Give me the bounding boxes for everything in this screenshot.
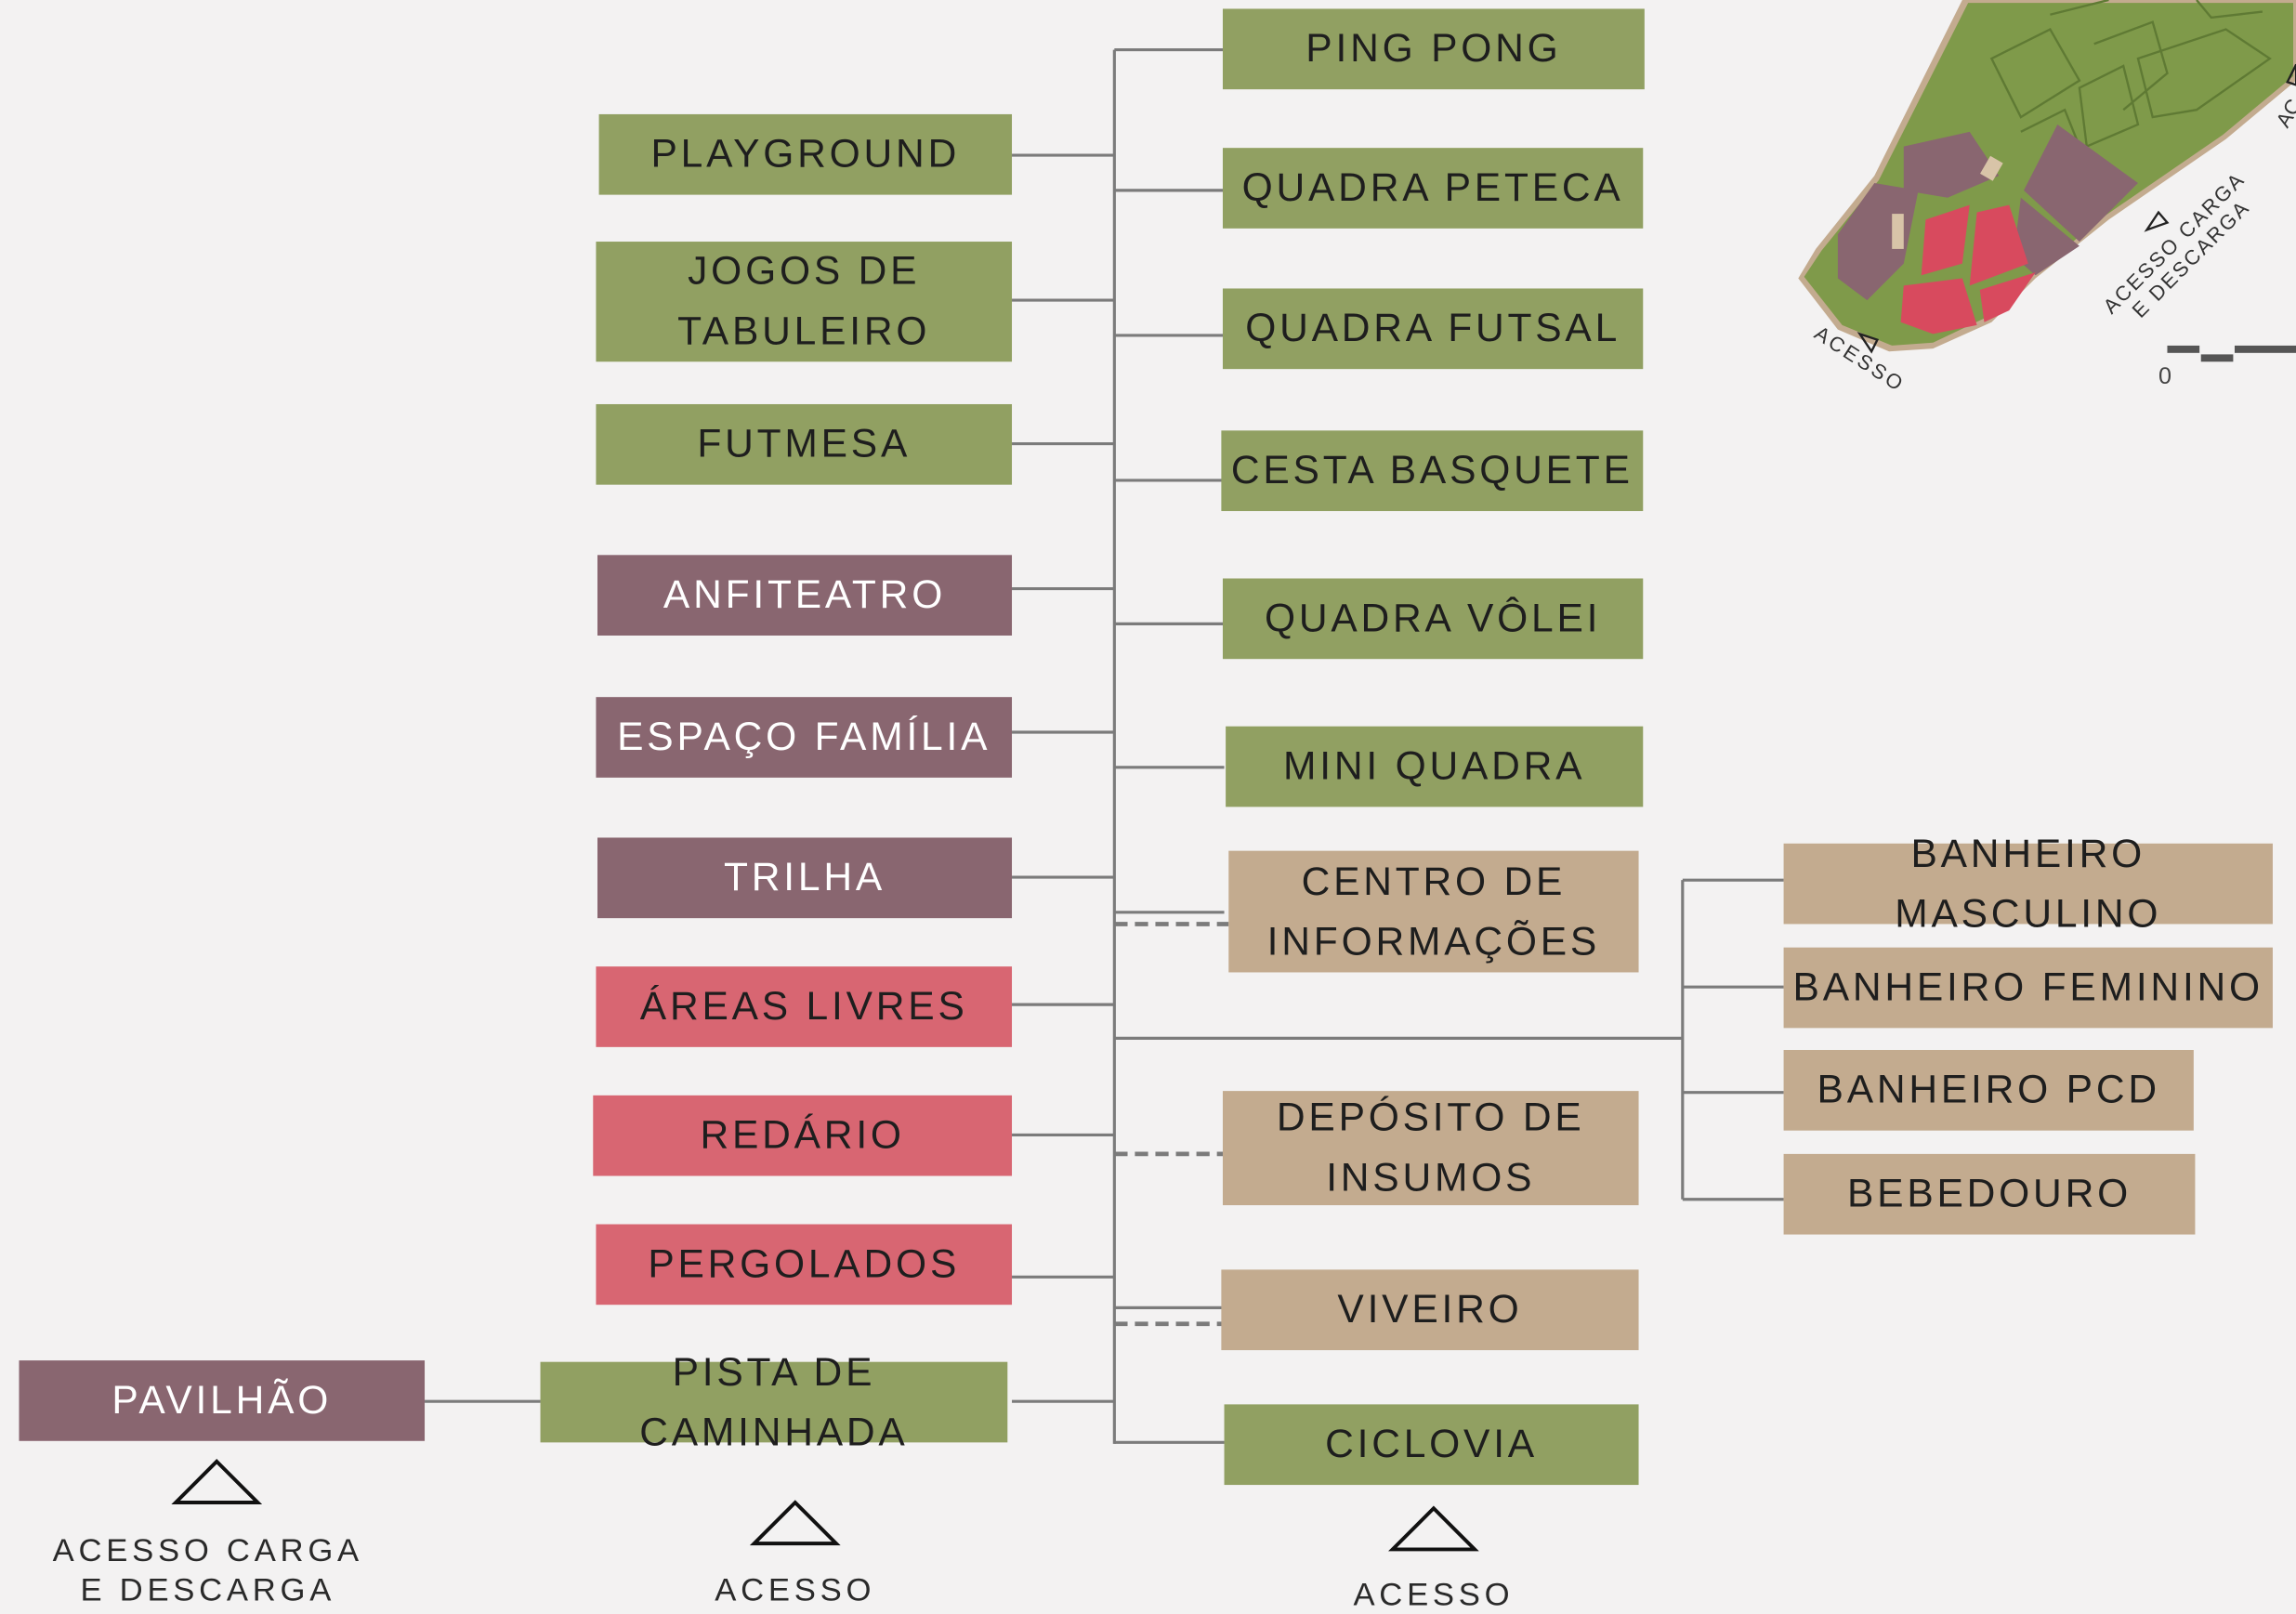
cesta-basquete-box: CESTA BASQUETE [1221, 430, 1644, 512]
pavilhao-label: PAVILHÃO [112, 1378, 333, 1423]
anfiteatro-label: ANFITEATRO [663, 572, 947, 617]
redario-label: REDÁRIO [700, 1112, 905, 1158]
futmesa-label: FUTMESA [697, 421, 912, 466]
access-label-central: ACESSO [715, 1571, 876, 1608]
espaco-familia-label: ESPAÇO FAMÍLIA [617, 715, 991, 759]
jogos-de-tabuleiro-box: JOGOS DE TABULEIRO [596, 242, 1013, 362]
minimap-building [1980, 155, 2003, 181]
access-label-carga: ACESSO CARGA E DESCARGA [52, 1531, 363, 1608]
futmesa-box: FUTMESA [596, 403, 1013, 485]
minimap-red-zone [1969, 204, 2028, 286]
pergolados-box: PERGOLADOS [596, 1224, 1013, 1306]
banheiro-pcd-label: BANHEIRO PCD [1817, 1067, 2160, 1112]
viveiro-box: VIVEIRO [1221, 1269, 1639, 1351]
bebedouro-box: BEBEDOURO [1783, 1153, 2196, 1235]
mini-quadra-label: MINI QUADRA [1283, 743, 1586, 788]
playground-label: PLAYGROUND [650, 131, 961, 177]
minimap-label-ac: AC [2271, 95, 2296, 131]
minimap-red-zone [1921, 204, 1970, 276]
anfiteatro-box: ANFITEATRO [597, 555, 1013, 636]
viveiro-label: VIVEIRO [1337, 1287, 1523, 1332]
banheiro-pcd-box: BANHEIRO PCD [1783, 1049, 2194, 1131]
espaco-familia-box: ESPAÇO FAMÍLIA [596, 697, 1013, 778]
minimap-red-zone [1900, 278, 1977, 335]
centro-de-informacoes-label: CENTRO DE INFORMAÇÕES [1266, 859, 1601, 964]
quadra-peteca-box: QUADRA PETECA [1222, 148, 1644, 229]
access-label-right: ACESSO [1353, 1575, 1515, 1613]
ciclovia-label: CICLOVIA [1325, 1422, 1538, 1466]
deposito-de-insumos-box: DEPÓSITO DE INSUMOS [1222, 1091, 1639, 1206]
pergolados-label: PERGOLADOS [648, 1241, 961, 1286]
pista-de-caminhada-label: PISTA DE CAMINHADA [639, 1349, 909, 1454]
jogos-de-tabuleiro-label: JOGOS DE TABULEIRO [677, 248, 931, 353]
banheiro-feminino-label: BANHEIRO FEMININO [1792, 964, 2263, 1009]
ping-pong-label: PING PONG [1305, 26, 1562, 71]
quadra-futsal-label: QUADRA FUTSAL [1245, 306, 1621, 350]
deposito-de-insumos-label: DEPÓSITO DE INSUMOS [1276, 1095, 1585, 1200]
pavilhao-box: PAVILHÃO [19, 1360, 426, 1441]
minimap-purple-zone [1903, 131, 2000, 198]
ping-pong-box: PING PONG [1222, 8, 1645, 90]
minimap-scale-zero: 0 [2158, 363, 2171, 389]
ciclovia-box: CICLOVIA [1224, 1404, 1639, 1486]
pista-de-caminhada-box: PISTA DE CAMINHADA [540, 1349, 1008, 1453]
quadra-volei-label: QUADRA VÔLEI [1264, 596, 1602, 640]
trilha-label: TRILHA [723, 855, 886, 899]
bebedouro-label: BEBEDOURO [1847, 1171, 2132, 1216]
centro-de-informacoes-box: CENTRO DE INFORMAÇÕES [1228, 850, 1639, 973]
minimap-building [1892, 214, 1904, 249]
banheiro-masculino-box: BANHEIRO MASCULINO [1783, 831, 2273, 935]
areas-livres-box: ÁREAS LIVRES [596, 966, 1013, 1047]
access-triangle-icon [749, 1500, 841, 1546]
minimap-purple-zone [1837, 183, 1919, 301]
access-triangle-icon [1388, 1505, 1479, 1552]
minimap-purple-zone [2014, 197, 2080, 276]
site-minimap: ACESSO ACESSO CARGA E DESCARGA 0 AC [1798, 0, 2296, 397]
access-triangle-icon [171, 1459, 263, 1504]
banheiro-masculino-label: BANHEIRO MASCULINO [1895, 831, 2162, 936]
playground-box: PLAYGROUND [598, 113, 1013, 195]
trilha-box: TRILHA [597, 837, 1013, 919]
quadra-futsal-box: QUADRA FUTSAL [1222, 288, 1644, 370]
redario-box: REDÁRIO [593, 1095, 1013, 1176]
minimap-red-zone [1979, 272, 2036, 322]
mini-quadra-box: MINI QUADRA [1226, 726, 1644, 807]
banheiro-feminino-box: BANHEIRO FEMININO [1783, 947, 2273, 1029]
areas-livres-label: ÁREAS LIVRES [639, 984, 968, 1029]
cesta-basquete-label: CESTA BASQUETE [1230, 448, 1633, 492]
quadra-peteca-label: QUADRA PETECA [1241, 165, 1624, 210]
quadra-volei-box: QUADRA VÔLEI [1222, 578, 1644, 660]
minimap-purple-zone [2024, 124, 2138, 243]
